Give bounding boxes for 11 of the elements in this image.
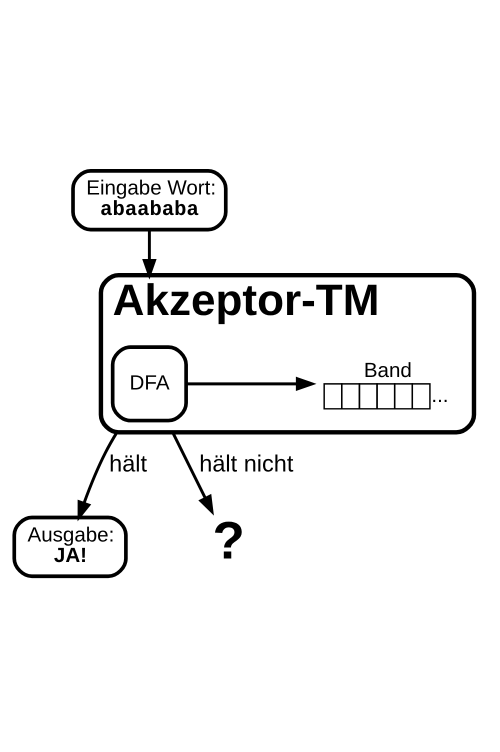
node-box: DFA [110, 344, 188, 422]
arrow [78, 431, 118, 521]
node-text: ? [212, 510, 245, 570]
node-label: Band [364, 358, 412, 382]
edge-label: hält [109, 450, 148, 476]
arrow [186, 376, 316, 391]
arrow [142, 229, 157, 280]
node-box: Eingabe Wort: abaababa [71, 168, 228, 231]
edge-label: hält nicht [199, 450, 294, 476]
node-box: Ausgabe: JA! [12, 515, 128, 578]
node-label: ... [431, 383, 449, 406]
